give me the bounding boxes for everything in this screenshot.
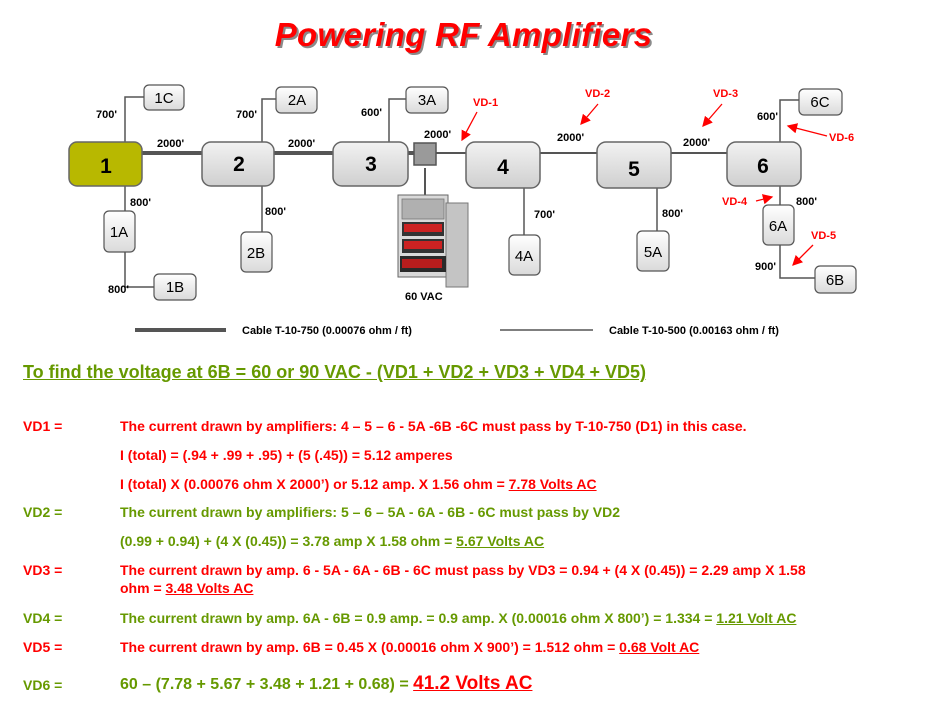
node-1: 1 (68, 141, 143, 187)
vd2-result: 5.67 Volts AC (456, 533, 545, 549)
node-6: 6 (726, 141, 802, 187)
vd3-result: 3.48 Volts AC (165, 580, 254, 596)
vd1-row-label: VD1 = (23, 418, 63, 434)
svg-text:1A: 1A (110, 224, 128, 241)
vd1-line-3: I (total) X (0.00076 ohm X 2000’) or 5.1… (120, 476, 597, 492)
svg-text:6C: 6C (810, 94, 829, 111)
svg-text:3A: 3A (418, 92, 436, 109)
node-3: 3 (332, 141, 409, 187)
svg-text:3: 3 (365, 153, 377, 176)
node-1B: 1B (153, 273, 197, 301)
vd1-line-2: I (total) = (.94 + .99 + .95) + (5 (.45)… (120, 447, 453, 463)
length-6b: 900' (755, 261, 776, 273)
length-5-6: 2000' (683, 137, 710, 149)
cable-1-1c (124, 96, 146, 143)
vd6-result: 41.2 Volts AC (413, 673, 533, 694)
power-inserter-tap (413, 142, 437, 166)
node-2B: 2B (240, 231, 273, 273)
svg-text:6A: 6A (769, 218, 787, 235)
vd4-line-1: The current drawn by amp. 6A - 6B = 0.9 … (120, 610, 797, 626)
legend-thin-label: Cable T-10-500 (0.00163 ohm / ft) (609, 325, 779, 337)
node-6A: 6A (762, 204, 795, 246)
legend-thick-label: Cable T-10-750 (0.00076 ohm / ft) (242, 325, 412, 337)
cable-3-3a (388, 98, 407, 143)
length-2a: 700' (236, 109, 257, 121)
vd2-row-label: VD2 = (23, 504, 63, 520)
svg-text:2A: 2A (288, 92, 306, 109)
vd3-line-2: ohm = 3.48 Volts AC (120, 580, 254, 596)
vd3-row-label: VD3 = (23, 562, 63, 578)
vd2-line-2: (0.99 + 0.94) + (4 X (0.45)) = 3.78 amp … (120, 533, 545, 549)
vd6-row-label: VD6 = (23, 677, 63, 693)
vd5-label: VD-5 (811, 230, 836, 242)
svg-text:2B: 2B (247, 245, 265, 262)
extender-nodes: 1C 1A 1B 2A 2B 3A 4A 5A (103, 84, 857, 301)
node-2: 2 (201, 141, 275, 187)
node-5A: 5A (636, 230, 670, 272)
vd5-row-label: VD5 = (23, 639, 63, 655)
cable-6a-6b (779, 245, 817, 279)
length-4a: 700' (534, 209, 555, 221)
svg-text:4: 4 (497, 156, 509, 179)
vd4-row-label: VD4 = (23, 610, 63, 626)
main-nodes: 1 2 3 4 5 6 (68, 141, 802, 189)
node-4: 4 (465, 141, 541, 189)
vd3-line-1: The current drawn by amp. 6 - 5A - 6A - … (120, 562, 806, 578)
node-3A: 3A (405, 86, 449, 114)
svg-text:5: 5 (628, 158, 640, 181)
vd4-label: VD-4 (722, 196, 748, 208)
node-5: 5 (596, 141, 672, 189)
node-1A: 1A (103, 210, 136, 253)
svg-text:1B: 1B (166, 279, 184, 296)
node-6C: 6C (798, 88, 843, 116)
voltage-drop-markers: VD-1 VD-2 VD-3 VD-4 VD-5 VD-6 (461, 88, 854, 266)
length-2-3: 2000' (288, 138, 315, 150)
calculation-heading: To find the voltage at 6B = 60 or 90 VAC… (23, 362, 647, 382)
node-2A: 2A (275, 86, 318, 114)
length-6c: 600' (757, 111, 778, 123)
cable-lengths: 700' 2000' 800' 800' 700' 2000' 800' 600… (96, 107, 817, 296)
branch-cables (124, 96, 817, 288)
length-2b: 800' (265, 206, 286, 218)
svg-text:1: 1 (100, 155, 112, 178)
vd5-line-1: The current drawn by amp. 6B = 0.45 X (0… (120, 639, 700, 655)
svg-text:6: 6 (757, 155, 769, 178)
length-3-4: 2000' (424, 129, 451, 141)
vd1-label: VD-1 (473, 97, 498, 109)
node-1C: 1C (143, 84, 185, 111)
svg-text:6B: 6B (826, 272, 844, 289)
svg-text:4A: 4A (515, 248, 533, 265)
svg-text:2: 2 (233, 153, 245, 176)
cable-1a-1b (124, 252, 155, 288)
vd3-label: VD-3 (713, 88, 738, 100)
cable-6-6c (779, 99, 800, 143)
vd1-line-1: The current drawn by amplifiers: 4 – 5 –… (120, 418, 747, 434)
page-title: Powering RF Amplifiers (274, 16, 653, 53)
length-1b: 800' (108, 284, 129, 296)
length-3a: 600' (361, 107, 382, 119)
vd4-result: 1.21 Volt AC (716, 610, 797, 626)
amplifier-network-diagram: 1 2 3 4 5 6 1C 1A (68, 84, 857, 337)
power-supply-label: 60 VAC (405, 291, 443, 303)
cable-legend: Cable T-10-750 (0.00076 ohm / ft) Cable … (135, 325, 779, 337)
vd6-label: VD-6 (829, 132, 854, 144)
vd6-line-1: 60 – (7.78 + 5.67 + 3.48 + 1.21 + 0.68) … (120, 673, 533, 694)
vd2-line-1: The current drawn by amplifiers: 5 – 6 –… (120, 504, 621, 520)
svg-text:1C: 1C (154, 90, 173, 107)
length-4-5: 2000' (557, 132, 584, 144)
cable-2-2a (261, 98, 278, 143)
length-6a: 800' (796, 196, 817, 208)
length-1c: 700' (96, 109, 117, 121)
length-5a: 800' (662, 208, 683, 220)
power-supply-image (397, 194, 469, 288)
node-6B: 6B (814, 265, 857, 294)
svg-text:5A: 5A (644, 244, 662, 261)
vd2-label: VD-2 (585, 88, 610, 100)
node-4A: 4A (508, 234, 541, 276)
length-1a: 800' (130, 197, 151, 209)
length-1-2: 2000' (157, 138, 184, 150)
vd5-result: 0.68 Volt AC (619, 639, 700, 655)
vd1-result: 7.78 Volts AC (508, 476, 597, 492)
